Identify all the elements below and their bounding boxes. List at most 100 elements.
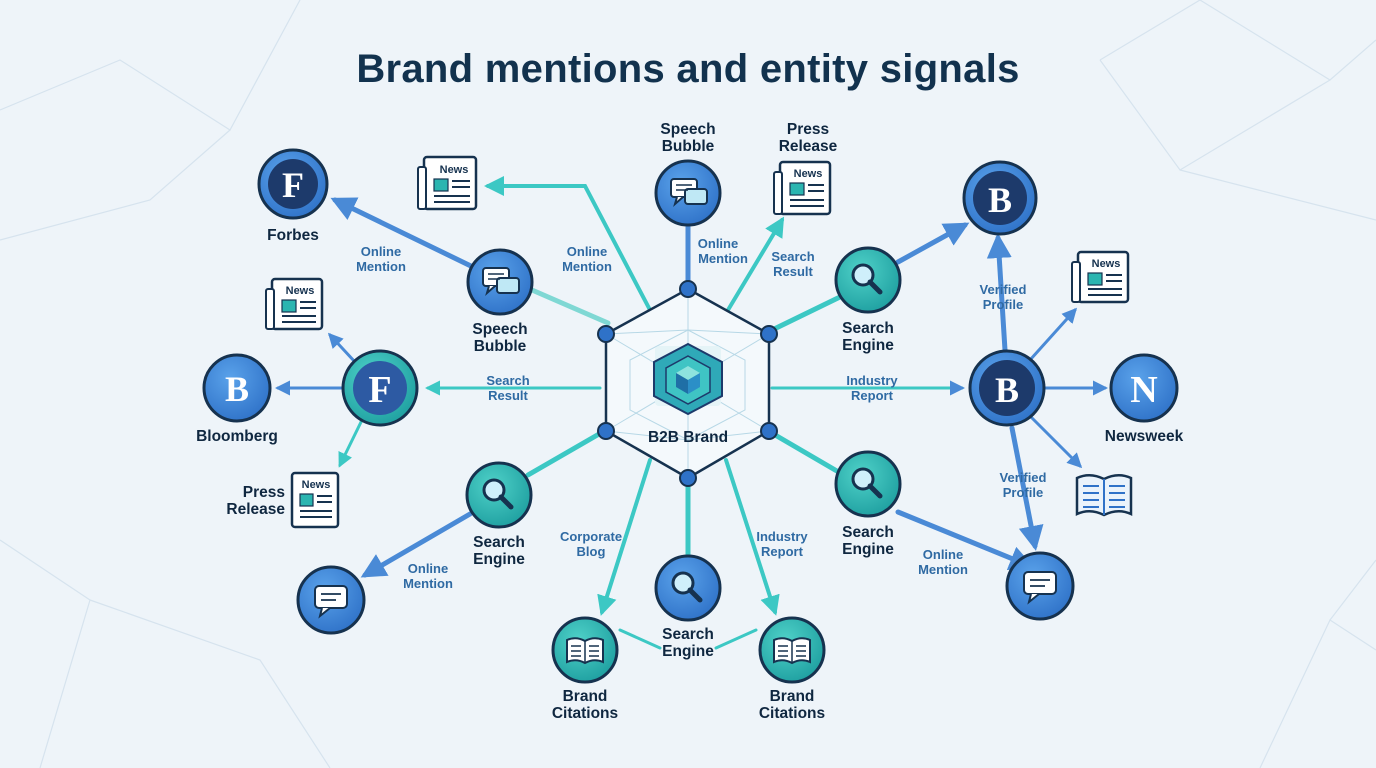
edge-label: Online — [408, 561, 448, 576]
newspaper-icon: News — [302, 479, 331, 491]
newspaper-icon: News — [286, 285, 315, 297]
edge-center-search-right-low — [767, 429, 845, 477]
speech-bubble-top-label-1: Speech — [660, 121, 715, 138]
edge-bloomberg-news — [1028, 307, 1078, 362]
bloomberg-logo-icon: B — [995, 370, 1019, 410]
book-node-right[interactable] — [1075, 474, 1133, 517]
edge-search-book-left — [618, 628, 662, 650]
chat-bubble-icon — [670, 178, 708, 207]
brand-citations-left-label-2: Citations — [552, 705, 618, 722]
edge-labels: Online Mention Online Mention Online Men… — [356, 236, 1046, 591]
newspaper-icon: News — [794, 168, 823, 180]
chat-node-bottom-left[interactable] — [296, 565, 366, 635]
edge-center-speech-left — [529, 287, 611, 326]
search-engine-node-bottom[interactable]: Search Engine — [654, 554, 722, 660]
search-upper-right-label-1: Search — [842, 320, 894, 337]
bloomberg-logo-icon: B — [225, 369, 249, 409]
brand-citations-right-label-2: Citations — [759, 705, 825, 722]
chat-bubble-icon — [1023, 571, 1057, 605]
edge-center-search-left — [525, 427, 609, 478]
magnifier-icon — [671, 571, 703, 603]
edge-center-press-top — [726, 216, 785, 312]
edges — [275, 176, 1108, 650]
edge-label: Verified — [1000, 470, 1047, 485]
press-top-label-1: Press — [787, 121, 829, 138]
center-brand-node[interactable]: B2B Brand — [597, 280, 778, 487]
edge-label: Mention — [562, 259, 612, 274]
brand-citations-node-right[interactable]: Brand Citations — [758, 616, 826, 722]
edge-label: Industry — [756, 529, 808, 544]
edge-label: Online — [361, 244, 401, 259]
chat-bubble-icon — [314, 585, 348, 619]
forbes-node[interactable]: F Forbes — [257, 148, 329, 244]
hexagon-vertices — [597, 280, 778, 487]
forbes-logo-icon: F — [368, 369, 391, 411]
edge-label: Result — [488, 388, 528, 403]
edge-label: Online — [567, 244, 607, 259]
cube-icon — [653, 342, 723, 416]
bloomberg-node-top-right[interactable]: B — [962, 160, 1038, 236]
search-engine-node-upper-right[interactable]: Search Engine — [834, 246, 902, 354]
edge-speech-forbes — [330, 197, 478, 271]
speech-bubble-left-label-1: Speech — [472, 321, 527, 338]
edge-center-book-left — [597, 458, 652, 616]
edge-label: Online — [698, 236, 738, 251]
center-label: B2B Brand — [648, 429, 728, 446]
edge-bloomberg-book — [1028, 414, 1083, 469]
edge-search-chat — [360, 511, 473, 578]
search-lower-right-label-1: Search — [842, 524, 894, 541]
edge-label: Profile — [1003, 485, 1043, 500]
diagram-title: Brand mentions and entity signals — [356, 47, 1019, 91]
search-engine-node-lower-right[interactable]: Search Engine — [834, 450, 902, 558]
forbes-label: Forbes — [267, 227, 319, 244]
forbes-logo-icon: F — [282, 165, 304, 205]
edge-label: Search — [771, 249, 814, 264]
press-top-label-2: Release — [779, 138, 838, 155]
newspaper-icon: News — [1092, 258, 1121, 270]
search-bottom-label-2: Engine — [662, 643, 714, 660]
chat-node-bottom-right[interactable] — [1005, 551, 1075, 621]
brand-citations-left-label-1: Brand — [563, 688, 608, 705]
bloomberg-label: Bloomberg — [196, 428, 278, 445]
bloomberg-hub-node-right[interactable]: B — [968, 349, 1046, 427]
newsweek-node[interactable]: N Newsweek — [1105, 353, 1184, 445]
edge-forbes-press — [338, 418, 364, 468]
speech-bubble-node-left[interactable]: Speech Bubble — [466, 248, 534, 355]
forbes-hub-node[interactable]: F — [341, 349, 419, 427]
edge-label: Search — [486, 373, 529, 388]
speech-bubble-node-top[interactable]: Speech Bubble — [654, 121, 722, 227]
search-lower-right-label-2: Engine — [842, 541, 894, 558]
edge-bloomberg-chat — [1009, 425, 1044, 551]
edge-search-chat-right — [895, 509, 1035, 570]
edge-label: Profile — [983, 297, 1023, 312]
edge-label: Industry — [846, 373, 898, 388]
search-bottom-label-1: Search — [662, 626, 714, 643]
edge-label: Online — [923, 547, 963, 562]
news-node-top-left[interactable]: News — [417, 155, 478, 211]
brand-citations-node-left[interactable]: Brand Citations — [551, 616, 619, 722]
edge-label: Report — [851, 388, 894, 403]
edge-forbes-news — [327, 332, 357, 364]
press-release-node-top[interactable]: Press Release News — [773, 121, 838, 216]
search-lower-left-label-1: Search — [473, 534, 525, 551]
newsweek-label: Newsweek — [1105, 428, 1184, 445]
bloomberg-node-left[interactable]: B Bloomberg — [196, 353, 278, 445]
edge-bloomberg-up — [986, 233, 1012, 353]
news-node-left[interactable]: News — [265, 277, 324, 331]
speech-bubble-left-label-2: Bubble — [474, 338, 527, 355]
edge-label: Verified — [980, 282, 1027, 297]
newsweek-logo-icon: N — [1130, 369, 1157, 411]
edge-center-search-right — [765, 293, 845, 335]
edge-label: Mention — [356, 259, 406, 274]
search-engine-node-lower-left[interactable]: Search Engine — [465, 461, 533, 568]
book-icon — [566, 637, 604, 665]
news-node-right[interactable]: News — [1071, 250, 1130, 304]
edge-label: Report — [761, 544, 804, 559]
edge-label: Blog — [577, 544, 606, 559]
speech-bubble-top-label-2: Bubble — [662, 138, 715, 155]
press-release-node-left[interactable]: Press Release News — [226, 471, 340, 529]
edge-search-bloomberg — [895, 222, 970, 265]
